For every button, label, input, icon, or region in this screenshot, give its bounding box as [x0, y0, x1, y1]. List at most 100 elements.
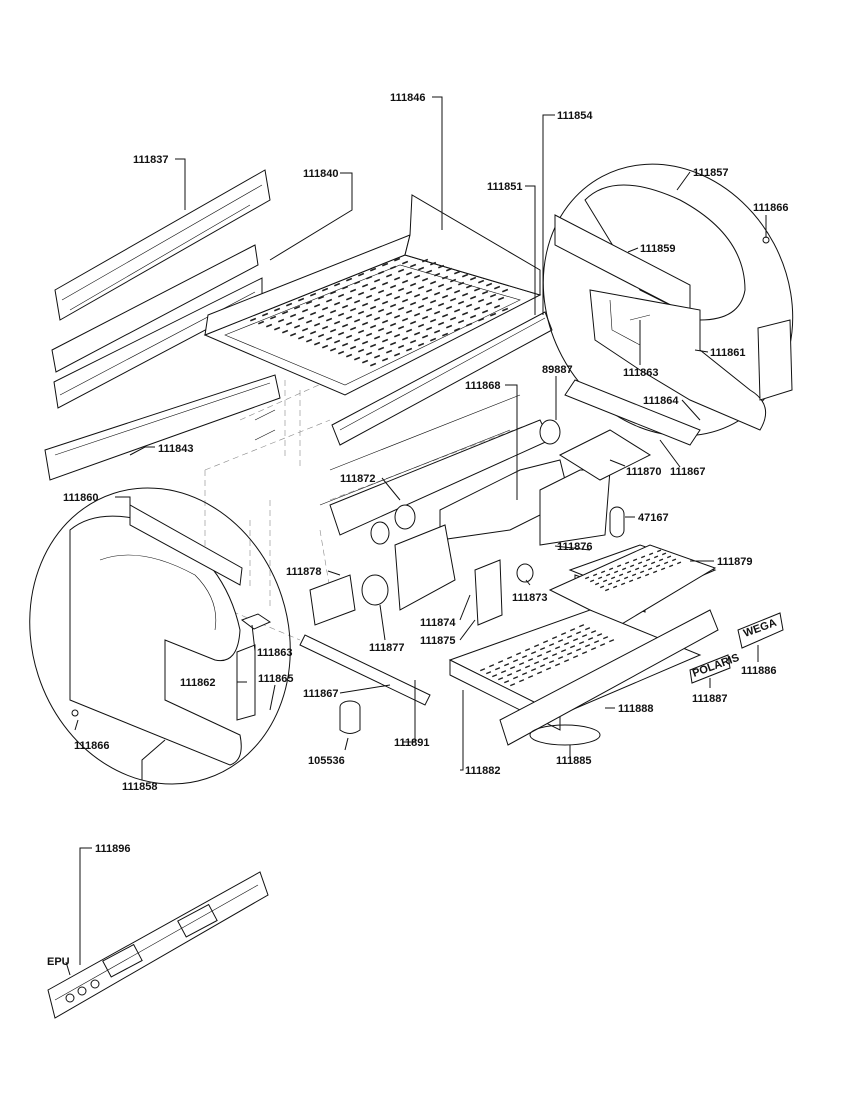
vent-slot	[490, 312, 497, 317]
epu-front-panel	[47, 871, 269, 1019]
vent-slot	[298, 297, 305, 302]
label-111861: 111861	[710, 347, 746, 359]
cup-grid-slot	[634, 567, 640, 571]
tray-slot	[552, 636, 558, 640]
vent-slot	[441, 275, 449, 280]
vent-slot	[342, 285, 349, 290]
vent-slot	[450, 297, 457, 302]
vent-slot	[446, 324, 453, 329]
cup-grid-slot	[603, 579, 608, 583]
tray-slot	[546, 650, 552, 654]
vent-slot	[373, 297, 381, 302]
tray-slot	[519, 662, 525, 666]
vent-slot	[334, 320, 341, 325]
tray-slot	[609, 639, 615, 643]
vent-slot	[370, 362, 377, 367]
tray-slot	[549, 660, 555, 664]
label-89887: 89887	[542, 364, 573, 376]
vent-slot	[342, 323, 349, 328]
cup-grid-slot	[653, 555, 659, 559]
vent-slot	[434, 291, 441, 296]
vent-slot	[250, 317, 257, 322]
cup-grid-slot	[648, 567, 653, 571]
vent-slot	[358, 348, 365, 353]
vent-slot	[462, 273, 469, 278]
vent-slot	[346, 334, 353, 339]
vent-slot	[418, 342, 425, 347]
vent-slot	[334, 301, 341, 306]
vent-slot	[378, 270, 385, 275]
vent-slot	[301, 327, 309, 332]
tray-slot	[597, 633, 603, 637]
cup-grid-slot	[595, 582, 600, 586]
cup-grid-slot	[643, 564, 648, 568]
vent-slot	[410, 301, 417, 306]
label-111891: 111891	[394, 737, 430, 749]
label-111865: 111865	[258, 673, 294, 685]
vent-slot	[394, 333, 401, 338]
vent-slot	[446, 286, 453, 291]
vent-slot	[310, 311, 317, 316]
cup-grid-slot	[609, 567, 614, 571]
vent-slot	[370, 286, 377, 291]
cup-grid-slot	[664, 561, 669, 565]
label-111868: 111868	[465, 380, 501, 392]
tray-slot	[501, 670, 507, 674]
vent-slot	[438, 321, 445, 326]
tray-grid	[480, 549, 682, 687]
vent-slot	[390, 265, 397, 270]
vent-slot	[394, 257, 401, 262]
vent-slot	[286, 302, 293, 307]
vent-slot	[393, 276, 401, 281]
cup-grid-slot	[666, 555, 672, 559]
tray-slot	[507, 656, 513, 660]
cup-grid-slot	[598, 576, 603, 580]
vent-slot	[374, 278, 381, 283]
cup-grid-slot	[608, 582, 613, 586]
tray-slot	[558, 639, 564, 643]
vent-slot	[402, 317, 409, 322]
label-111866-bottom: 111866	[74, 740, 110, 752]
vent-slot	[362, 340, 369, 345]
cup-grid-slot	[592, 573, 598, 577]
label-111887: 111887	[692, 693, 728, 705]
vent-slot	[378, 308, 385, 313]
tray-slot	[591, 647, 597, 651]
vent-slot	[413, 331, 421, 336]
vent-slot	[374, 316, 381, 321]
vent-slot	[494, 285, 501, 290]
vent-slot	[349, 345, 357, 350]
tray-slot	[510, 666, 516, 670]
cup-grid-slot	[625, 561, 630, 565]
tray-slot	[554, 663, 561, 667]
vent-slot	[350, 288, 357, 293]
tray-slot	[486, 671, 492, 675]
tray-slot	[579, 624, 585, 628]
vent-slot	[430, 299, 437, 304]
label-111867-top: 111867	[670, 466, 706, 478]
vent-slot	[382, 338, 389, 343]
tray-slot	[537, 654, 543, 658]
vent-slot	[370, 343, 377, 348]
vent-slot	[422, 334, 429, 339]
vent-slot	[358, 272, 365, 277]
tray-slot	[576, 631, 582, 635]
label-111867-bottom: 111867	[303, 688, 339, 700]
cup-grid-slot	[651, 561, 656, 565]
vent-slot	[389, 341, 397, 346]
tray-slot	[546, 667, 552, 671]
cup-grid-slot	[601, 570, 606, 574]
label-111863-top: 111863	[623, 367, 659, 379]
vent-slot	[458, 300, 465, 305]
vent-slot	[365, 332, 373, 337]
vent-slot	[454, 289, 461, 294]
cup-grid-slot	[638, 561, 643, 565]
vent-slot	[418, 285, 425, 290]
vent-slot	[394, 352, 401, 357]
tray-slot	[528, 675, 534, 679]
label-111857: 111857	[693, 167, 729, 179]
vent-slot	[270, 315, 277, 320]
vent-slot	[434, 272, 441, 277]
tray-slot	[528, 658, 534, 662]
vent-slot	[442, 294, 449, 299]
